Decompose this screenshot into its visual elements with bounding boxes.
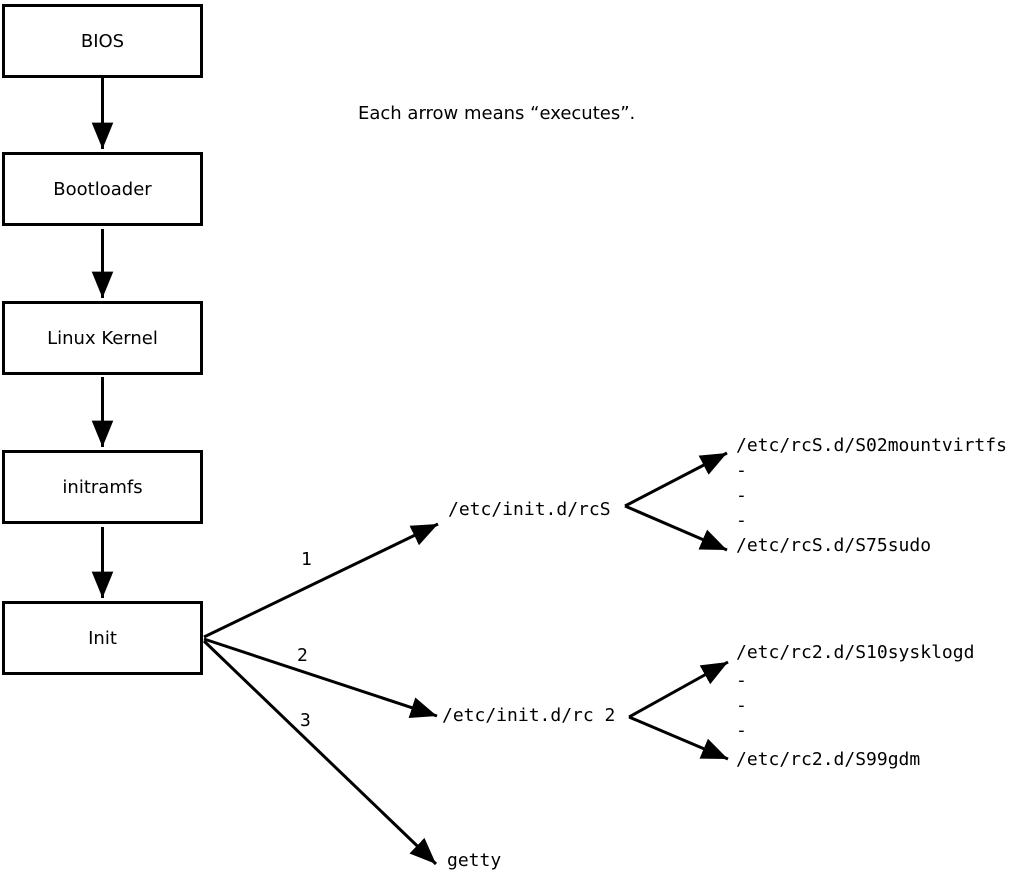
box-bootloader-label: Bootloader — [53, 178, 152, 200]
arrow-label-3: 3 — [300, 710, 311, 731]
rc2-scripts-ellipsis: - - - — [736, 670, 747, 741]
box-linux-kernel-label: Linux Kernel — [47, 327, 158, 349]
arrow-init-to-rc2 — [203, 637, 438, 718]
label-rcS-last-script: /etc/rcS.d/S75sudo — [736, 535, 932, 556]
box-bootloader: Bootloader — [2, 152, 203, 226]
legend-note: Each arrow means “executes”. — [358, 103, 636, 124]
arrow-rc2-to-first-script — [628, 660, 729, 719]
box-initramfs-label: initramfs — [62, 476, 143, 498]
box-bios-label: BIOS — [80, 30, 125, 52]
label-etc-init-d-rcS: /etc/init.d/rcS — [448, 499, 611, 520]
rcS-scripts-ellipsis: - - - — [736, 460, 747, 531]
box-init: Init — [2, 601, 203, 675]
box-initramfs: initramfs — [2, 450, 203, 524]
arrow-rcS-to-first-script — [624, 451, 728, 508]
box-init-label: Init — [88, 627, 117, 649]
label-rcS-first-script: /etc/rcS.d/S02mountvirtfs — [736, 435, 1007, 456]
arrow-label-2: 2 — [297, 645, 308, 666]
box-bios: BIOS — [2, 4, 203, 78]
box-linux-kernel: Linux Kernel — [2, 301, 203, 375]
label-etc-init-d-rc2: /etc/init.d/rc 2 — [442, 705, 616, 726]
arrow-rc2-to-last-script — [628, 715, 729, 761]
label-getty: getty — [447, 850, 502, 871]
arrow-init-to-rcS — [203, 522, 439, 639]
arrow-init-to-getty — [202, 639, 438, 866]
label-rc2-first-script: /etc/rc2.d/S10sysklogd — [736, 642, 975, 663]
arrow-label-1: 1 — [301, 549, 312, 570]
label-rc2-last-script: /etc/rc2.d/S99gdm — [736, 749, 921, 770]
arrow-rcS-to-last-script — [624, 504, 728, 552]
